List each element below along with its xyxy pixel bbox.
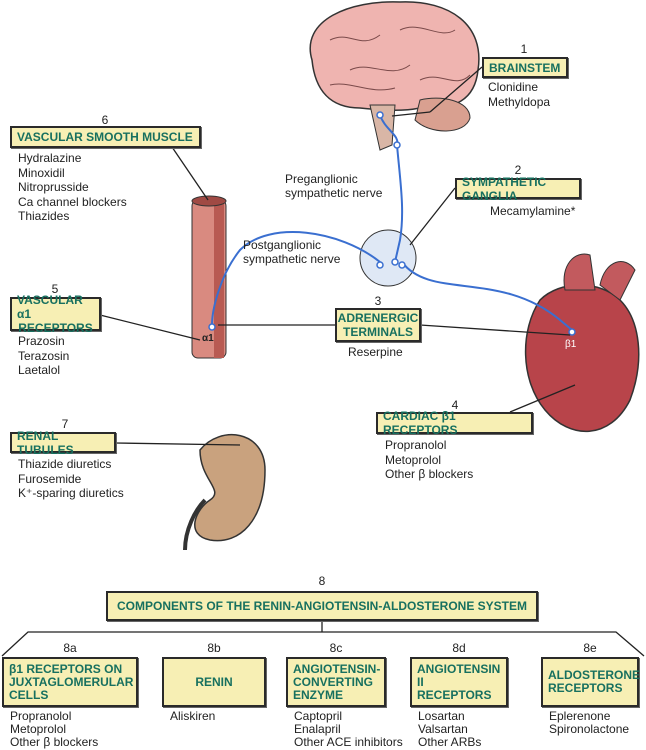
raas-component-box: ANGIOTENSIN-CONVERTING ENZYME <box>286 657 386 707</box>
drug-list: Reserpine <box>348 345 403 359</box>
target-number: 4 <box>451 398 459 412</box>
preganglionic-label: Preganglionic sympathetic nerve <box>285 172 383 200</box>
component-number: 8a <box>63 641 77 655</box>
component-number: 8b <box>207 641 221 655</box>
cardiac-beta1-box: CARDIAC β1 RECEPTORS <box>376 409 533 437</box>
drug-list: Mecamylamine* <box>490 204 576 218</box>
kidney-illustration <box>183 434 266 551</box>
drug-item: Spironolactone <box>549 722 630 736</box>
raas-component-box: β1 RECEPTORS ON JUXTAGLOMERULAR CELLS <box>2 657 138 707</box>
target-number: 8 <box>318 574 326 588</box>
component-number: 8c <box>329 641 343 655</box>
component-number: 8d <box>452 641 466 655</box>
target-number: 7 <box>61 417 69 431</box>
raas-component-box: RENIN <box>162 657 266 707</box>
renal-tubules-box: RENAL TUBULES <box>10 429 116 457</box>
leader-lines <box>1 66 645 657</box>
postganglionic-label: Postganglionic sympathetic nerve <box>243 238 341 266</box>
drug-item: Losartan <box>418 709 465 723</box>
target-number: 1 <box>520 42 528 56</box>
vascular-smooth-muscle-box: VASCULAR SMOOTH MUSCLE <box>10 126 201 148</box>
blood-vessel-illustration <box>191 195 227 359</box>
drug-item: Other ARBs <box>418 735 482 749</box>
component-number: 8e <box>583 641 597 655</box>
raas-box: COMPONENTS OF THE RENIN-ANGIOTENSIN-ALDO… <box>106 591 538 621</box>
drug-item: Aliskiren <box>170 709 216 723</box>
drug-item: Captopril <box>294 709 343 723</box>
drug-item: Enalapril <box>294 722 341 736</box>
drug-item: Eplerenone <box>549 709 611 723</box>
drug-item: Other ACE inhibitors <box>294 735 403 749</box>
drug-item: Propranolol <box>10 709 72 723</box>
alpha1-label: α1 <box>202 333 214 344</box>
brain-illustration <box>309 1 480 151</box>
raas-component-box: ANGIOTENSIN II RECEPTORS <box>410 657 508 707</box>
drug-list: Aliskiren <box>170 710 215 723</box>
sympathetic-ganglia-box: SYMPATHETIC GANGLIA <box>455 175 581 203</box>
target-number: 6 <box>101 113 109 127</box>
target-number: 2 <box>514 163 522 177</box>
drug-item: Valsartan <box>418 722 468 736</box>
drug-item: Metoprolol <box>10 722 67 736</box>
heart-illustration <box>524 253 640 432</box>
raas-component-box: ALDOSTERONE RECEPTORS <box>541 657 640 707</box>
ganglion-illustration <box>359 229 417 287</box>
nerve-paths <box>211 114 573 331</box>
beta1-label: β1 <box>565 339 577 350</box>
brainstem-box: BRAINSTEM <box>482 57 568 78</box>
target-number: 5 <box>51 282 59 296</box>
drug-item: Other β blockers <box>10 735 99 749</box>
target-number: 3 <box>374 294 382 308</box>
